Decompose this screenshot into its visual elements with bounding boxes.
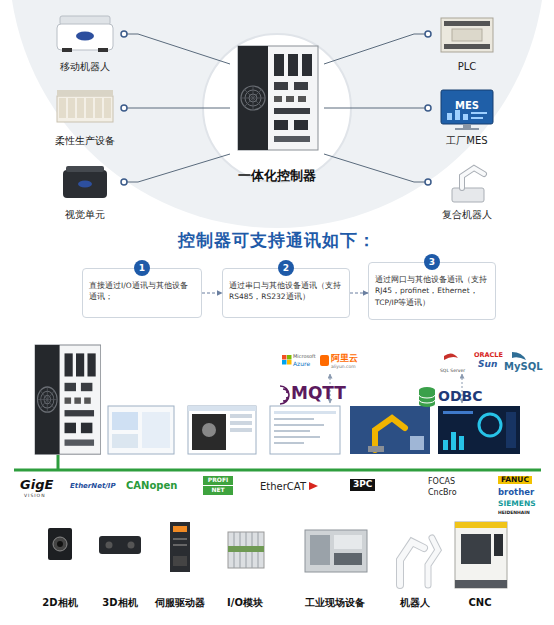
flexible-line-picture — [57, 90, 113, 122]
device-label: 机器人 — [375, 597, 455, 608]
node-label-group: PLC — [418, 60, 516, 74]
link-line — [324, 108, 428, 109]
connector-dot — [121, 31, 127, 37]
node-label-group: 柔性生产设备 — [36, 134, 134, 148]
callout-number: 1 — [134, 260, 150, 276]
device-node: 移动机器人 — [46, 12, 124, 74]
device-label: CNC — [440, 597, 520, 608]
link-line — [324, 154, 428, 182]
node-label: 移动机器人 — [36, 60, 134, 74]
logo-text: CANopen — [126, 480, 177, 491]
logo-text: NET — [203, 487, 233, 494]
node-label: 一体化控制器 — [220, 167, 334, 184]
link-line — [124, 154, 230, 182]
node-label: PLC — [418, 60, 516, 74]
logo-text: ORACLE — [474, 352, 503, 359]
diagram-title: 控制器可支持通讯如下： — [0, 229, 554, 252]
device-node: PLC — [428, 12, 506, 74]
device-label: 3D相机 — [80, 597, 160, 608]
logo-text: MES — [445, 100, 489, 111]
link-line — [324, 34, 428, 64]
connector-dot — [121, 179, 127, 185]
node-label-group: 移动机器人 — [36, 60, 134, 74]
node-label: 复合机器人 — [418, 208, 516, 222]
vision-unit-picture — [63, 166, 107, 198]
box-text: 通过网口与其他设备通讯（支持RJ45，profinet，Ethernet，TCP… — [375, 274, 489, 308]
box-text: 直接通过I/O通讯与其他设备通讯； — [89, 280, 195, 303]
logo-text: FANUC — [498, 476, 532, 484]
logo-text: SIEMENS — [498, 500, 536, 508]
node-label: 视觉单元 — [36, 208, 134, 222]
logo-text: GigE — [20, 478, 53, 492]
logo-text: CncBro — [428, 489, 457, 498]
process-box: 2通过串口与其他设备通讯（支持RS485，RS232通讯） — [222, 268, 350, 318]
callout-number: 2 — [278, 260, 294, 276]
logo-text: SQL Server — [440, 369, 465, 374]
device-label: 2D相机 — [20, 597, 100, 608]
device-node: 柔性生产设备 — [46, 86, 124, 148]
connector-dot — [121, 105, 127, 111]
agv-picture — [57, 16, 113, 52]
logo-text: FOCAS — [428, 478, 455, 487]
connector-dot — [425, 105, 431, 111]
logo-text: Sun — [478, 360, 497, 370]
logo-text: ODBC — [438, 389, 482, 404]
device-node: 复合机器人 — [428, 160, 506, 222]
mobile-manipulator-picture — [452, 168, 484, 202]
node-label: 工厂MES — [418, 134, 516, 148]
node-label-group: 一体化控制器 — [220, 167, 334, 184]
logo-text: Azure — [293, 361, 310, 368]
plc-picture — [441, 18, 493, 52]
device-node: 工厂MES — [428, 86, 506, 148]
device-label: 伺服驱动器 — [140, 597, 220, 608]
link-line — [124, 34, 230, 64]
link-line — [124, 108, 230, 109]
logo-text: 阿里云 — [331, 354, 358, 364]
callout-number: 3 — [424, 254, 440, 270]
controller-node: 一体化控制器 — [230, 42, 324, 184]
node-label-group: 视觉单元 — [36, 208, 134, 222]
logo-text: brother — [498, 488, 534, 497]
logo-text: aliyun.com — [331, 365, 356, 370]
logo-text: PROFI — [203, 477, 233, 484]
section-two — [35, 345, 520, 454]
process-box: 3通过网口与其他设备通讯（支持RJ45，profinet，Ethernet，TC… — [368, 262, 496, 320]
logo-text: MySQL — [504, 361, 543, 372]
mes-picture — [441, 90, 493, 130]
logo-text: VISION — [24, 494, 46, 499]
device-label: I/O模块 — [205, 597, 285, 608]
logo-text: EtherNet/IP — [70, 483, 116, 491]
flow-arrow — [202, 293, 222, 294]
cloud-logos — [280, 352, 526, 407]
flow-arrow — [350, 293, 368, 294]
box-text: 通过串口与其他设备通讯（支持RS485，RS232通讯） — [229, 280, 343, 303]
device-node: 视觉单元 — [46, 160, 124, 222]
logo-text: MQTT — [291, 384, 346, 403]
connector-dot — [425, 31, 431, 37]
node-label: 柔性生产设备 — [36, 134, 134, 148]
device-label: 工业现场设备 — [295, 597, 375, 608]
logo-text: Microsoft — [293, 354, 316, 360]
logo-text: HEIDENHAIN — [498, 511, 530, 516]
process-box: 1直接通过I/O通讯与其他设备通讯； — [82, 268, 202, 318]
logo-text: 3PC — [350, 479, 375, 491]
node-label-group: 工厂MES — [418, 134, 516, 148]
controller-picture — [238, 46, 318, 150]
field-bus — [14, 455, 541, 495]
connector-dot — [425, 179, 431, 185]
logo-text: EtherCAT — [260, 481, 306, 492]
node-label-group: 复合机器人 — [418, 208, 516, 222]
backdrop — [9, 0, 545, 228]
device-pictures — [48, 522, 507, 588]
